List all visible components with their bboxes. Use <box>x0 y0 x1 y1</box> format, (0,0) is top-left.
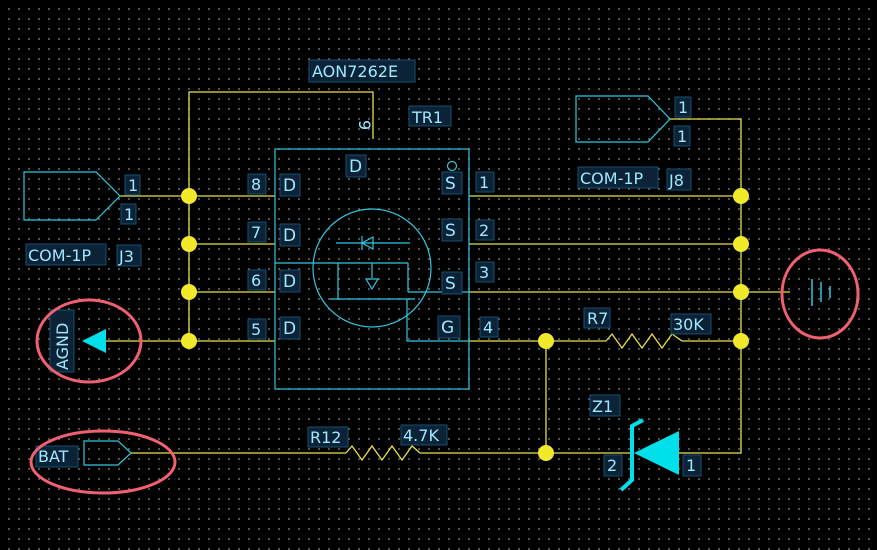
tr1-tab-pin: 9 <box>355 120 374 130</box>
pin-name-1: S <box>445 174 456 194</box>
junction-dot[interactable] <box>181 284 197 300</box>
j8-ref-label[interactable]: J8 <box>668 171 684 190</box>
r12-value-label[interactable]: 4.7K <box>403 426 439 445</box>
j3-ref-label[interactable]: J3 <box>118 247 134 266</box>
connector-j3[interactable] <box>23 171 121 221</box>
highlight-agnd <box>35 298 143 384</box>
mosfet-diode-arrow <box>360 235 374 251</box>
pin-name-8: D <box>283 176 296 196</box>
bat-label[interactable]: BAT <box>38 447 69 466</box>
highlight-bat <box>29 429 177 495</box>
pin-num-1: 1 <box>479 173 489 192</box>
pin-name-5: D <box>283 319 296 339</box>
z1-ref-label[interactable]: Z1 <box>592 397 613 416</box>
junction-dot[interactable] <box>538 445 554 461</box>
pin-num-8: 8 <box>251 175 261 194</box>
pin-num-4: 4 <box>483 318 493 337</box>
highlight-ground <box>780 248 860 340</box>
agnd-arrow-icon[interactable] <box>82 329 106 353</box>
junction-dot[interactable] <box>538 333 554 349</box>
wires <box>106 91 790 462</box>
resistor-r12[interactable] <box>345 444 421 462</box>
agnd-label[interactable]: AGND <box>53 323 72 370</box>
pin-name-3: S <box>445 274 456 294</box>
j3-pin-a: 1 <box>128 176 138 195</box>
ground-icon[interactable] <box>811 279 831 306</box>
junction-dot[interactable] <box>733 333 749 349</box>
connector-j8[interactable] <box>575 95 671 143</box>
tr1-body <box>274 148 470 390</box>
z1-pin-right: 1 <box>686 456 696 475</box>
pin-name-7: D <box>283 226 296 246</box>
resistor-r7[interactable] <box>605 332 683 350</box>
junction-dot[interactable] <box>733 284 749 300</box>
mosfet-gate-lead <box>406 299 469 342</box>
pin-name-2: S <box>445 221 456 241</box>
junction-dot[interactable] <box>733 188 749 204</box>
z1-triangle <box>634 431 679 475</box>
bat-port-body <box>83 440 132 466</box>
junction-dot[interactable] <box>181 188 197 204</box>
junction-dot[interactable] <box>733 236 749 252</box>
z1-pin-left: 2 <box>607 456 617 475</box>
junctions <box>181 188 749 461</box>
pin-label-boxes <box>25 59 712 477</box>
tr1-ref-label[interactable]: TR1 <box>411 108 443 127</box>
j8-pin-a: 1 <box>678 98 688 117</box>
pin-num-5: 5 <box>251 320 261 339</box>
mosfet-inner-arrow <box>364 278 380 291</box>
pin-num-3: 3 <box>479 263 489 282</box>
j8-type-label[interactable]: COM-1P <box>580 169 644 188</box>
junction-dot[interactable] <box>181 333 197 349</box>
pin-num-6: 6 <box>251 271 261 290</box>
pin-num-2: 2 <box>479 221 489 240</box>
zener-diode-z1[interactable] <box>606 418 690 492</box>
j3-type-label[interactable]: COM-1P <box>28 246 92 265</box>
wire-tab-drain[interactable] <box>188 91 374 341</box>
j3-body <box>23 171 121 221</box>
labels: AON7262E TR1 9 D 8 D 7 D 6 D 5 D S 1 S 2… <box>28 62 704 475</box>
transistor-tr1[interactable] <box>274 148 470 390</box>
port-bat[interactable] <box>83 440 132 466</box>
pin-name-4: G <box>441 318 454 338</box>
mosfet-circle <box>312 208 432 328</box>
highlight-ellipses <box>29 248 860 495</box>
j3-pin-b: 1 <box>124 205 134 224</box>
pin-num-7: 7 <box>251 223 261 242</box>
r7-ref-label[interactable]: R7 <box>587 309 608 328</box>
j8-body <box>575 95 671 143</box>
tr1-pin1-marker <box>446 160 458 172</box>
z1-cathode-bar <box>619 418 644 492</box>
pin-name-6: D <box>283 272 296 292</box>
junction-dot[interactable] <box>181 236 197 252</box>
j8-pin-b: 1 <box>677 127 687 146</box>
tr1-part-label[interactable]: AON7262E <box>312 62 398 81</box>
tr1-tab-name: D <box>349 157 362 177</box>
r7-value-label[interactable]: 30K <box>673 315 704 334</box>
r12-ref-label[interactable]: R12 <box>310 428 341 447</box>
